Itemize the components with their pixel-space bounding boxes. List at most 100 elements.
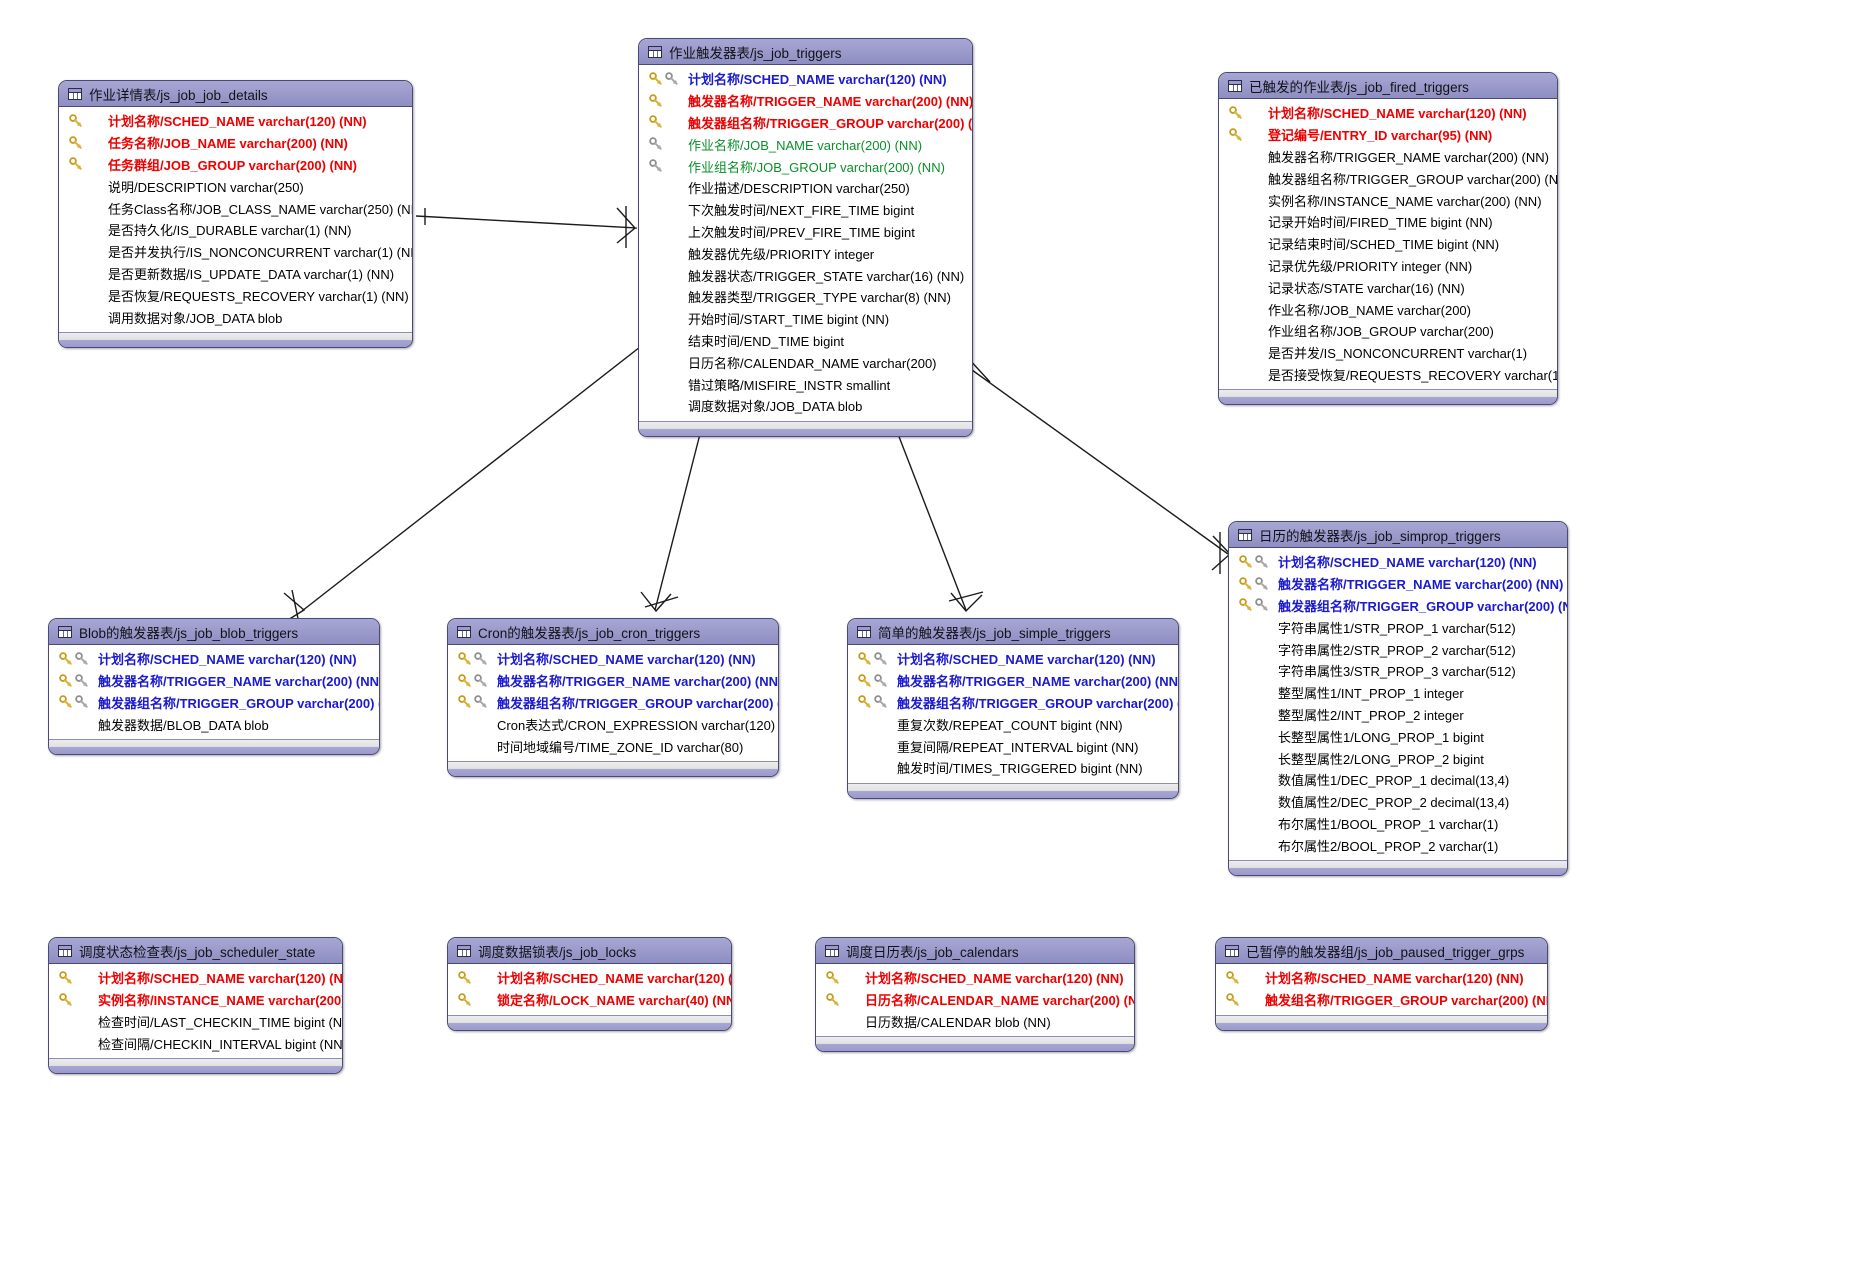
attribute-row[interactable]: 是否持久化/IS_DURABLE varchar(1) (NN) bbox=[59, 219, 412, 241]
attribute-row[interactable]: 锁定名称/LOCK_NAME varchar(40) (NN) bbox=[448, 989, 731, 1011]
attribute-row[interactable]: 是否恢复/REQUESTS_RECOVERY varchar(1) (NN) bbox=[59, 284, 412, 306]
attribute-row[interactable]: 字符串属性1/STR_PROP_1 varchar(512) bbox=[1229, 616, 1567, 638]
entity-locks[interactable]: 调度数据锁表/js_job_locks 计划名称/SCHED_NAME varch… bbox=[447, 937, 732, 1031]
attribute-row[interactable]: 作业组名称/JOB_GROUP varchar(200) (NN) bbox=[639, 155, 972, 177]
attribute-row[interactable]: 调用数据对象/JOB_DATA blob bbox=[59, 306, 412, 328]
attribute-row[interactable]: 说明/DESCRIPTION varchar(250) bbox=[59, 175, 412, 197]
attribute-row[interactable]: 触发器名称/TRIGGER_NAME varchar(200) (NN) bbox=[448, 670, 778, 692]
attribute-row[interactable]: 字符串属性3/STR_PROP_3 varchar(512) bbox=[1229, 660, 1567, 682]
attribute-row[interactable]: 触发组名称/TRIGGER_GROUP varchar(200) (NN) bbox=[1216, 989, 1547, 1011]
attribute-row[interactable]: 时间地域编号/TIME_ZONE_ID varchar(80) bbox=[448, 735, 778, 757]
attribute-row[interactable]: 检查时间/LAST_CHECKIN_TIME bigint (NN) bbox=[49, 1011, 342, 1033]
attribute-row[interactable]: 计划名称/SCHED_NAME varchar(120) (NN) bbox=[59, 110, 412, 132]
attribute-row[interactable]: 检查间隔/CHECKIN_INTERVAL bigint (NN) bbox=[49, 1032, 342, 1054]
entity-simple_triggers[interactable]: 简单的触发器表/js_job_simple_triggers 计划名称/SCHED… bbox=[847, 618, 1179, 799]
attribute-row[interactable]: 触发器组名称/TRIGGER_GROUP varchar(200) (NN) bbox=[1229, 595, 1567, 617]
entity-header-locks[interactable]: 调度数据锁表/js_job_locks bbox=[448, 938, 731, 964]
attribute-row[interactable]: 是否并发/IS_NONCONCURRENT varchar(1) bbox=[1219, 342, 1557, 364]
attribute-row[interactable]: 计划名称/SCHED_NAME varchar(120) (NN) bbox=[848, 648, 1178, 670]
attribute-row[interactable]: 整型属性1/INT_PROP_1 integer bbox=[1229, 682, 1567, 704]
attribute-row[interactable]: 触发器组名称/TRIGGER_GROUP varchar(200) (NN) bbox=[639, 112, 972, 134]
attribute-row[interactable]: 触发器数据/BLOB_DATA blob bbox=[49, 713, 379, 735]
entity-simprop_triggers[interactable]: 日历的触发器表/js_job_simprop_triggers 计划名称/SCHE… bbox=[1228, 521, 1568, 877]
attribute-row[interactable]: 触发器状态/TRIGGER_STATE varchar(16) (NN) bbox=[639, 264, 972, 286]
entity-header-scheduler_state[interactable]: 调度状态检查表/js_job_scheduler_state bbox=[49, 938, 342, 964]
attribute-row[interactable]: 计划名称/SCHED_NAME varchar(120) (NN) bbox=[639, 68, 972, 90]
attribute-row[interactable]: 触发器名称/TRIGGER_NAME varchar(200) (NN) bbox=[848, 670, 1178, 692]
attribute-row[interactable]: 触发器名称/TRIGGER_NAME varchar(200) (NN) bbox=[1219, 146, 1557, 168]
attribute-row[interactable]: 日历名称/CALENDAR_NAME varchar(200) (NN) bbox=[816, 989, 1134, 1011]
attribute-row[interactable]: 登记编号/ENTRY_ID varchar(95) (NN) bbox=[1219, 124, 1557, 146]
attribute-row[interactable]: 长整型属性2/LONG_PROP_2 bigint bbox=[1229, 747, 1567, 769]
entity-header-paused_trigger_grps[interactable]: 已暂停的触发器组/js_job_paused_trigger_grps bbox=[1216, 938, 1547, 964]
entity-header-job_details[interactable]: 作业详情表/js_job_job_details bbox=[59, 81, 412, 107]
attribute-row[interactable]: 错过策略/MISFIRE_INSTR smallint bbox=[639, 373, 972, 395]
entity-header-simple_triggers[interactable]: 简单的触发器表/js_job_simple_triggers bbox=[848, 619, 1178, 645]
attribute-row[interactable]: 开始时间/START_TIME bigint (NN) bbox=[639, 308, 972, 330]
attribute-row[interactable]: 是否接受恢复/REQUESTS_RECOVERY varchar(1) bbox=[1219, 364, 1557, 386]
attribute-row[interactable]: 任务群组/JOB_GROUP varchar(200) (NN) bbox=[59, 154, 412, 176]
attribute-row[interactable]: 实例名称/INSTANCE_NAME varchar(200) (NN) bbox=[49, 989, 342, 1011]
attribute-row[interactable]: 任务名称/JOB_NAME varchar(200) (NN) bbox=[59, 132, 412, 154]
attribute-row[interactable]: 计划名称/SCHED_NAME varchar(120) (NN) bbox=[1216, 967, 1547, 989]
attribute-row[interactable]: 触发器名称/TRIGGER_NAME varchar(200) (NN) bbox=[1229, 573, 1567, 595]
attribute-row[interactable]: 重复间隔/REPEAT_INTERVAL bigint (NN) bbox=[848, 735, 1178, 757]
attribute-row[interactable]: 结束时间/END_TIME bigint bbox=[639, 330, 972, 352]
attribute-row[interactable]: 数值属性2/DEC_PROP_2 decimal(13,4) bbox=[1229, 791, 1567, 813]
attribute-row[interactable]: 字符串属性2/STR_PROP_2 varchar(512) bbox=[1229, 638, 1567, 660]
attribute-row[interactable]: 触发器类型/TRIGGER_TYPE varchar(8) (NN) bbox=[639, 286, 972, 308]
entity-calendars[interactable]: 调度日历表/js_job_calendars 计划名称/SCHED_NAME va… bbox=[815, 937, 1135, 1053]
entity-header-calendars[interactable]: 调度日历表/js_job_calendars bbox=[816, 938, 1134, 964]
attribute-row[interactable]: 触发时间/TIMES_TRIGGERED bigint (NN) bbox=[848, 757, 1178, 779]
attribute-row[interactable]: 记录状态/STATE varchar(16) (NN) bbox=[1219, 276, 1557, 298]
attribute-row[interactable]: 计划名称/SCHED_NAME varchar(120) (NN) bbox=[1229, 551, 1567, 573]
entity-paused_trigger_grps[interactable]: 已暂停的触发器组/js_job_paused_trigger_grps 计划名称/… bbox=[1215, 937, 1548, 1031]
attribute-row[interactable]: 日历名称/CALENDAR_NAME varchar(200) bbox=[639, 351, 972, 373]
attribute-row[interactable]: 记录优先级/PRIORITY integer (NN) bbox=[1219, 255, 1557, 277]
attribute-row[interactable]: 计划名称/SCHED_NAME varchar(120) (NN) bbox=[49, 967, 342, 989]
attribute-row[interactable]: 计划名称/SCHED_NAME varchar(120) (NN) bbox=[816, 967, 1134, 989]
attribute-row[interactable]: 布尔属性2/BOOL_PROP_2 varchar(1) bbox=[1229, 834, 1567, 856]
attribute-row[interactable]: 作业组名称/JOB_GROUP varchar(200) bbox=[1219, 320, 1557, 342]
attribute-row[interactable]: 作业名称/JOB_NAME varchar(200) (NN) bbox=[639, 133, 972, 155]
entity-header-blob_triggers[interactable]: Blob的触发器表/js_job_blob_triggers bbox=[49, 619, 379, 645]
attribute-row[interactable]: 计划名称/SCHED_NAME varchar(120) (NN) bbox=[448, 648, 778, 670]
attribute-row[interactable]: 调度数据对象/JOB_DATA blob bbox=[639, 395, 972, 417]
attribute-row[interactable]: 是否并发执行/IS_NONCONCURRENT varchar(1) (NN) bbox=[59, 241, 412, 263]
entity-job_triggers[interactable]: 作业触发器表/js_job_triggers 计划名称/SCHED_NAME va… bbox=[638, 38, 973, 437]
attribute-row[interactable]: 下次触发时间/NEXT_FIRE_TIME bigint bbox=[639, 199, 972, 221]
attribute-row[interactable]: Cron表达式/CRON_EXPRESSION varchar(120) (NN… bbox=[448, 713, 778, 735]
attribute-row[interactable]: 数值属性1/DEC_PROP_1 decimal(13,4) bbox=[1229, 769, 1567, 791]
entity-header-fired_triggers[interactable]: 已触发的作业表/js_job_fired_triggers bbox=[1219, 73, 1557, 99]
entity-job_details[interactable]: 作业详情表/js_job_job_details 计划名称/SCHED_NAME … bbox=[58, 80, 413, 348]
attribute-row[interactable]: 触发器组名称/TRIGGER_GROUP varchar(200) (NN) bbox=[848, 692, 1178, 714]
attribute-row[interactable]: 日历数据/CALENDAR blob (NN) bbox=[816, 1011, 1134, 1033]
attribute-row[interactable]: 触发器组名称/TRIGGER_GROUP varchar(200) (NN) bbox=[1219, 167, 1557, 189]
entity-scheduler_state[interactable]: 调度状态检查表/js_job_scheduler_state 计划名称/SCHED… bbox=[48, 937, 343, 1075]
entity-blob_triggers[interactable]: Blob的触发器表/js_job_blob_triggers 计划名称/SCHED… bbox=[48, 618, 380, 756]
attribute-row[interactable]: 触发器组名称/TRIGGER_GROUP varchar(200) (NN) bbox=[49, 692, 379, 714]
attribute-row[interactable]: 计划名称/SCHED_NAME varchar(120) (NN) bbox=[448, 967, 731, 989]
attribute-row[interactable]: 触发器优先级/PRIORITY integer bbox=[639, 242, 972, 264]
attribute-row[interactable]: 记录结束时间/SCHED_TIME bigint (NN) bbox=[1219, 233, 1557, 255]
attribute-row[interactable]: 计划名称/SCHED_NAME varchar(120) (NN) bbox=[1219, 102, 1557, 124]
attribute-row[interactable]: 实例名称/INSTANCE_NAME varchar(200) (NN) bbox=[1219, 189, 1557, 211]
attribute-row[interactable]: 作业描述/DESCRIPTION varchar(250) bbox=[639, 177, 972, 199]
entity-header-job_triggers[interactable]: 作业触发器表/js_job_triggers bbox=[639, 39, 972, 65]
attribute-row[interactable]: 重复次数/REPEAT_COUNT bigint (NN) bbox=[848, 713, 1178, 735]
entity-cron_triggers[interactable]: Cron的触发器表/js_job_cron_triggers 计划名称/SCHED… bbox=[447, 618, 779, 777]
attribute-row[interactable]: 计划名称/SCHED_NAME varchar(120) (NN) bbox=[49, 648, 379, 670]
attribute-row[interactable]: 触发器名称/TRIGGER_NAME varchar(200) (NN) bbox=[49, 670, 379, 692]
attribute-row[interactable]: 长整型属性1/LONG_PROP_1 bigint bbox=[1229, 725, 1567, 747]
attribute-row[interactable]: 整型属性2/INT_PROP_2 integer bbox=[1229, 704, 1567, 726]
attribute-row[interactable]: 作业名称/JOB_NAME varchar(200) bbox=[1219, 298, 1557, 320]
entity-header-cron_triggers[interactable]: Cron的触发器表/js_job_cron_triggers bbox=[448, 619, 778, 645]
attribute-row[interactable]: 任务Class名称/JOB_CLASS_NAME varchar(250) (N… bbox=[59, 197, 412, 219]
attribute-row[interactable]: 记录开始时间/FIRED_TIME bigint (NN) bbox=[1219, 211, 1557, 233]
attribute-row[interactable]: 触发器组名称/TRIGGER_GROUP varchar(200) (NN) bbox=[448, 692, 778, 714]
attribute-row[interactable]: 是否更新数据/IS_UPDATE_DATA varchar(1) (NN) bbox=[59, 263, 412, 285]
attribute-row[interactable]: 触发器名称/TRIGGER_NAME varchar(200) (NN) bbox=[639, 90, 972, 112]
attribute-row[interactable]: 上次触发时间/PREV_FIRE_TIME bigint bbox=[639, 221, 972, 243]
entity-header-simprop_triggers[interactable]: 日历的触发器表/js_job_simprop_triggers bbox=[1229, 522, 1567, 548]
entity-fired_triggers[interactable]: 已触发的作业表/js_job_fired_triggers 计划名称/SCHED_… bbox=[1218, 72, 1558, 406]
